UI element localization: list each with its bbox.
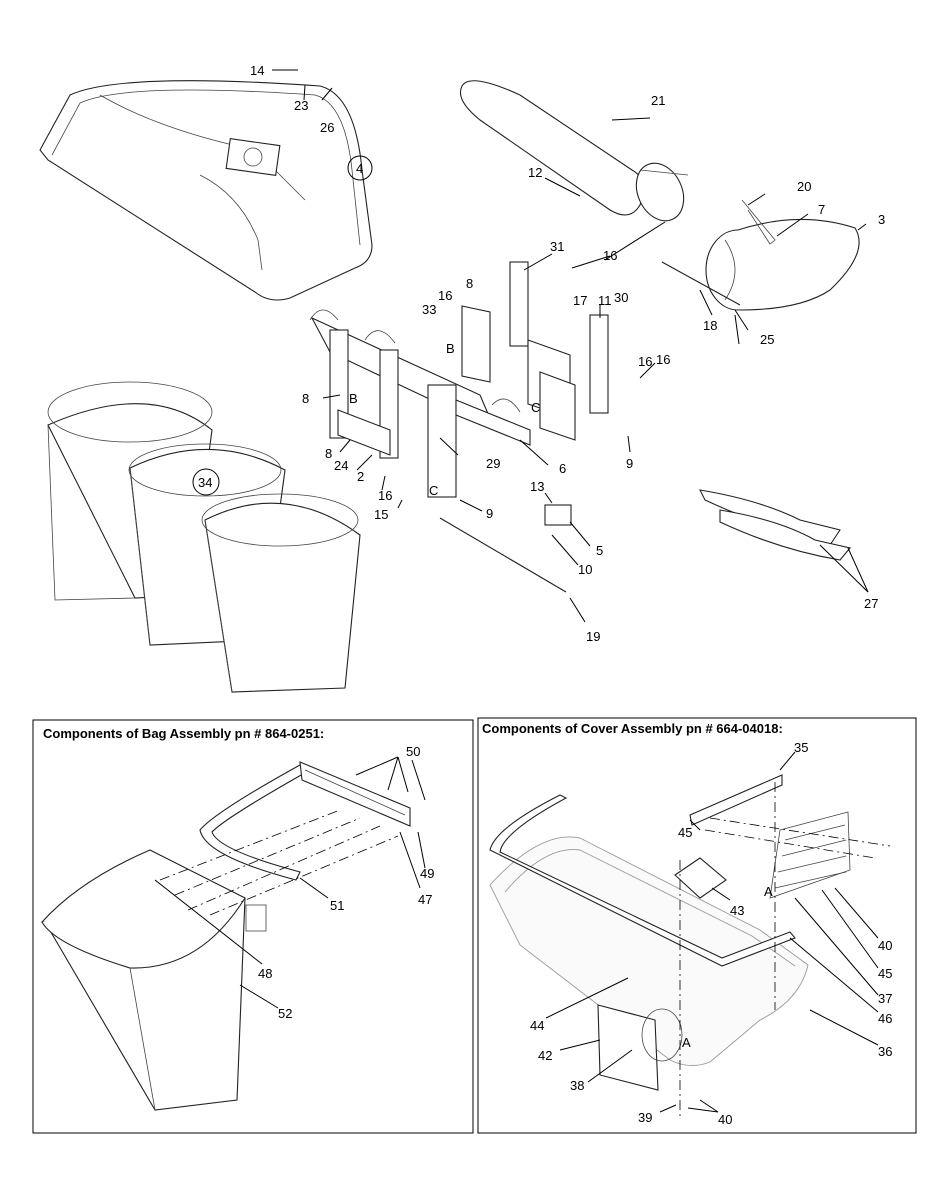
callout: 18	[703, 318, 717, 333]
callout: 11	[598, 293, 612, 308]
callout: 14	[250, 63, 264, 78]
callout: 16	[603, 248, 617, 263]
callout: 40	[718, 1112, 732, 1127]
frame-part	[309, 309, 531, 498]
callout: 16	[378, 488, 392, 503]
callout: 23	[294, 98, 308, 113]
callout: 34	[198, 475, 212, 490]
callout: 25	[760, 332, 774, 347]
callout: 42	[538, 1048, 552, 1063]
callout: C	[531, 400, 540, 415]
cover-assembly-panel	[477, 717, 917, 1134]
cover-leader-lines	[545, 751, 879, 1113]
callout: 19	[586, 629, 600, 644]
bag-set-part	[47, 381, 361, 693]
spring-clip	[741, 199, 776, 245]
callout: 16	[438, 288, 452, 303]
callout: 26	[320, 120, 334, 135]
callout: 6	[559, 461, 566, 476]
callout: 8	[302, 391, 309, 406]
callout: A	[682, 1035, 691, 1050]
callout: 12	[528, 165, 542, 180]
callout: 45	[878, 966, 892, 981]
callout: 17	[573, 293, 587, 308]
bag-callouts: 50 49 47 51 48 52	[258, 744, 434, 1021]
callout: 29	[486, 456, 500, 471]
plate-30	[589, 314, 609, 414]
callout: 7	[818, 202, 825, 217]
callout: 52	[278, 1006, 292, 1021]
callout: 31	[550, 239, 564, 254]
callout: 30	[614, 290, 628, 305]
callout: 47	[418, 892, 432, 907]
callout: 13	[530, 479, 544, 494]
callout: 33	[422, 302, 436, 317]
callout: 37	[878, 991, 892, 1006]
plate-31	[509, 261, 529, 347]
callout: 36	[878, 1044, 892, 1059]
callout-ring-34	[192, 468, 220, 496]
callout: 43	[730, 903, 744, 918]
bag-leader-lines	[154, 756, 426, 1009]
callout: 35	[794, 740, 808, 755]
callout: 50	[406, 744, 420, 759]
callout: 49	[420, 866, 434, 881]
callout: 51	[330, 898, 344, 913]
callout: 45	[678, 825, 692, 840]
cover-callouts: 35 45 43 A 40 45 37 46 44 36 42 A 38 39 …	[530, 740, 892, 1127]
callout: 38	[570, 1078, 584, 1093]
callout-ring-4	[347, 155, 373, 181]
bag-assembly-drawing	[40, 761, 411, 1111]
callout: 20	[797, 179, 811, 194]
callout: 39	[638, 1110, 652, 1125]
callout: 46	[878, 1011, 892, 1026]
rod-18	[661, 261, 741, 306]
callout: 5	[596, 543, 603, 558]
callout: 8	[466, 276, 473, 291]
callout: A	[764, 884, 773, 899]
cover-assembly-title: Components of Cover Assembly pn # 664-04…	[482, 721, 783, 736]
callout: 48	[258, 966, 272, 981]
main-leader-lines	[272, 69, 869, 623]
cover-part	[39, 80, 373, 301]
bracket-c-lower	[539, 371, 576, 441]
callout: 4	[356, 161, 363, 176]
chute-tube-part	[459, 80, 689, 222]
tie-rod-19	[439, 517, 567, 593]
callout: 8	[325, 446, 332, 461]
callout: 40	[878, 938, 892, 953]
callout: 3	[878, 212, 885, 227]
callout: 16	[638, 354, 652, 369]
callout: 2	[357, 469, 364, 484]
bracket-b-part	[461, 305, 491, 383]
elbow-chute-part	[705, 218, 860, 311]
callout: C	[429, 483, 438, 498]
callout: 16	[656, 352, 670, 367]
switch-5	[544, 504, 572, 526]
callout: 44	[530, 1018, 544, 1033]
callout: B	[446, 341, 455, 356]
callout: B	[349, 391, 358, 406]
main-callouts: 14 23 26 4 21 12 20 7 3 16 31 8 16 33 17…	[198, 63, 885, 644]
callout: 15	[374, 507, 388, 522]
callout: 9	[486, 506, 493, 521]
bag-assembly-panel	[32, 719, 474, 1134]
callout: 24	[334, 458, 348, 473]
callout: 21	[651, 93, 665, 108]
blade-set-part	[699, 489, 851, 561]
callout: 9	[626, 456, 633, 471]
bag-assembly-title: Components of Bag Assembly pn # 864-0251…	[43, 726, 324, 741]
callout: 10	[578, 562, 592, 577]
callout: 27	[864, 596, 878, 611]
cover-assembly-drawing	[489, 774, 891, 1120]
